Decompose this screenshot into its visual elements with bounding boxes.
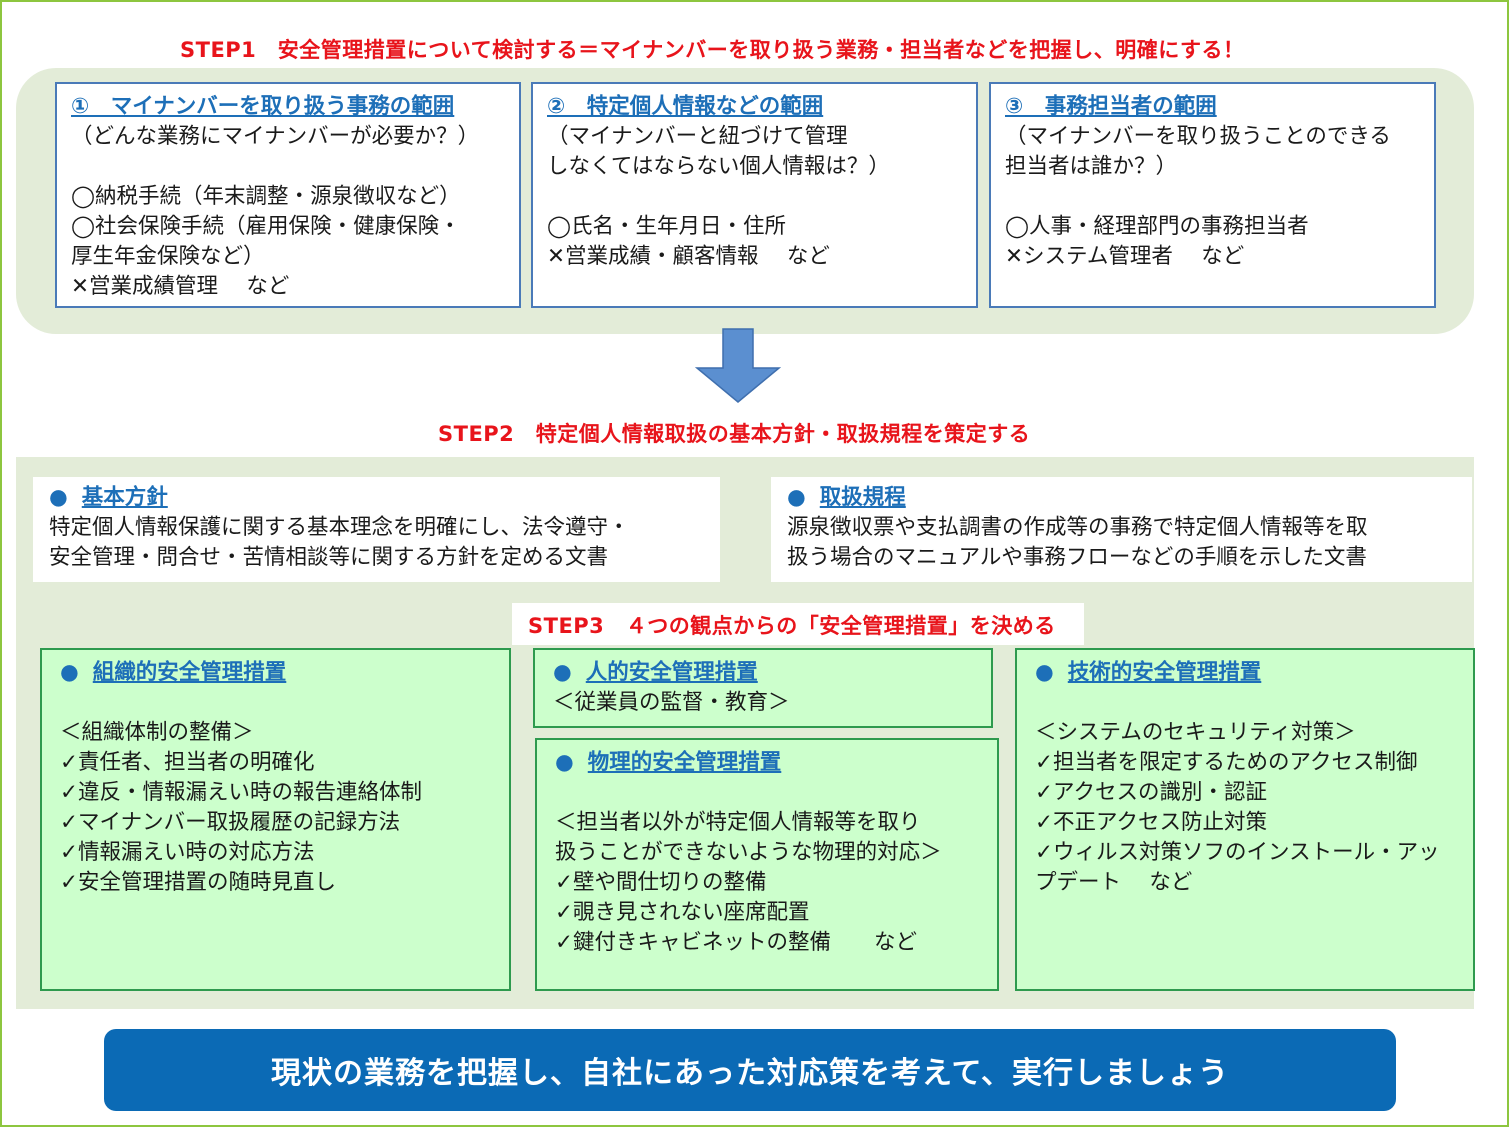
box-line: ＜システムのセキュリティ対策＞ (1035, 720, 1356, 745)
box-line: ✓不正アクセス防止対策 (1035, 810, 1267, 835)
step3-box-technical: ● 技術的安全管理措置 ＜システムのセキュリティ対策＞ ✓担当者を限定するためのア… (1015, 648, 1475, 991)
bullet-icon: ● (787, 485, 806, 510)
box-line: ◯納税手続（年末調整・源泉徴収など） (71, 184, 461, 209)
box-title: ① マイナンバーを取り扱う事務の範囲 (71, 94, 455, 119)
box-line: プデート など (1035, 870, 1193, 895)
box-line: しなくてはならない個人情報は？） (547, 154, 890, 179)
step3-box-human: ● 人的安全管理措置 ＜従業員の監督・教育＞ (533, 648, 993, 728)
step2-title: STEP2 特定個人情報取扱の基本方針・取扱規程を策定する (438, 422, 1031, 446)
box-line: ✓アクセスの識別・認証 (1035, 780, 1267, 805)
box-line: ◯社会保険手続（雇用保険・健康保険・ (71, 214, 461, 239)
box-line: （マイナンバーと紐づけて管理 (547, 124, 848, 149)
box-line: ＜組織体制の整備＞ (60, 720, 254, 745)
bullet-icon: ● (553, 660, 572, 685)
box-line: ✓担当者を限定するためのアクセス制御 (1035, 750, 1418, 775)
box-title: ● 技術的安全管理措置 (1035, 658, 1455, 688)
box-line: ✓マイナンバー取扱履歴の記録方法 (60, 810, 401, 835)
bullet-icon: ● (1035, 660, 1054, 685)
box-line: 厚生年金保険など） (71, 244, 265, 269)
box-title: ● 組織的安全管理措置 (60, 658, 491, 688)
box-title-text: 基本方針 (81, 485, 168, 510)
box-line: ✓情報漏えい時の対応方法 (60, 840, 315, 865)
box-title: ● 取扱規程 (787, 483, 1456, 513)
box-line: ✓責任者、担当者の明確化 (60, 750, 315, 775)
box-line: 特定個人情報保護に関する基本理念を明確にし、法令遵守・ (49, 515, 630, 540)
step3-box-organizational: ● 組織的安全管理措置 ＜組織体制の整備＞ ✓責任者、担当者の明確化 ✓違反・情報… (40, 648, 511, 991)
box-line: 扱うことができないような物理的対応＞ (555, 840, 942, 865)
box-line: （マイナンバーを取り扱うことのできる (1005, 124, 1391, 149)
box-title: ② 特定個人情報などの範囲 (547, 94, 824, 119)
box-line: （どんな業務にマイナンバーが必要か？） (71, 124, 480, 149)
box-title: ● 物理的安全管理措置 (555, 748, 979, 778)
step1-title: STEP1 安全管理措置について検討する＝マイナンバーを取り扱う業務・担当者など… (180, 38, 1245, 62)
box-line (1005, 182, 1420, 212)
box-title-text: 物理的安全管理措置 (587, 750, 782, 775)
box-title-text: 組織的安全管理措置 (92, 660, 287, 685)
bullet-icon: ● (555, 750, 574, 775)
box-line: ◯人事・経理部門の事務担当者 (1005, 214, 1309, 239)
step3-title: STEP3 ４つの観点からの「安全管理措置」を決める (528, 614, 1056, 638)
step2-box-basic-policy: ● 基本方針 特定個人情報保護に関する基本理念を明確にし、法令遵守・ 安全管理・問… (33, 477, 720, 582)
box-line: ✕営業成績管理 など (71, 274, 290, 299)
box-line: ✓鍵付きキャビネットの整備 など (555, 930, 918, 955)
step2-box-handling-rules: ● 取扱規程 源泉徴収票や支払調書の作成等の事務で特定個人情報等を取 扱う場合のマ… (771, 477, 1472, 582)
box-line (60, 688, 491, 718)
box-line: ✓ウィルス対策ソフのインストール・アッ (1035, 840, 1440, 865)
box-line: 担当者は誰か？） (1005, 154, 1178, 179)
box-line: ✕営業成績・顧客情報 など (547, 244, 830, 269)
step3-label-bg (512, 603, 1084, 645)
box-line: ◯氏名・生年月日・住所 (547, 214, 787, 239)
box-title-text: 技術的安全管理措置 (1067, 660, 1262, 685)
box-line: 扱う場合のマニュアルや事務フローなどの手順を示した文書 (787, 545, 1367, 570)
step1-box-scope-of-work: ① マイナンバーを取り扱う事務の範囲 （どんな業務にマイナンバーが必要か？） ◯… (55, 82, 521, 308)
box-line: ✓壁や間仕切りの整備 (555, 870, 767, 895)
box-title: ● 人的安全管理措置 (553, 658, 973, 688)
box-line: ✕システム管理者 など (1005, 244, 1245, 269)
box-title: ③ 事務担当者の範囲 (1005, 94, 1217, 119)
bullet-icon: ● (49, 485, 68, 510)
box-line (1035, 688, 1455, 718)
step3-box-physical: ● 物理的安全管理措置 ＜担当者以外が特定個人情報等を取り 扱うことができないよう… (535, 738, 999, 991)
step1-box-staff-scope: ③ 事務担当者の範囲 （マイナンバーを取り扱うことのできる 担当者は誰か？） ◯… (989, 82, 1436, 308)
box-title-text: 人的安全管理措置 (585, 660, 758, 685)
box-line: ＜担当者以外が特定個人情報等を取り (555, 810, 921, 835)
box-line (547, 182, 962, 212)
bullet-icon: ● (60, 660, 79, 685)
box-title: ● 基本方針 (49, 483, 704, 513)
box-line: ＜従業員の監督・教育＞ (553, 690, 790, 715)
step1-box-personal-info-scope: ② 特定個人情報などの範囲 （マイナンバーと紐づけて管理 しなくてはならない個人… (531, 82, 978, 308)
box-line: ✓安全管理措置の随時見直し (60, 870, 337, 895)
box-line: 安全管理・問合せ・苦情相談等に関する方針を定める文書 (49, 545, 609, 570)
box-line: ✓覗き見されない座席配置 (555, 900, 810, 925)
box-title-text: 取扱規程 (819, 485, 906, 510)
box-line: ✓違反・情報漏えい時の報告連絡体制 (60, 780, 423, 805)
box-line (555, 778, 979, 808)
box-line (71, 152, 505, 182)
footer-banner: 現状の業務を把握し、自社にあった対応策を考えて、実行しましょう (104, 1029, 1396, 1111)
down-arrow-icon (695, 328, 781, 403)
box-line: 源泉徴収票や支払調書の作成等の事務で特定個人情報等を取 (787, 515, 1368, 540)
